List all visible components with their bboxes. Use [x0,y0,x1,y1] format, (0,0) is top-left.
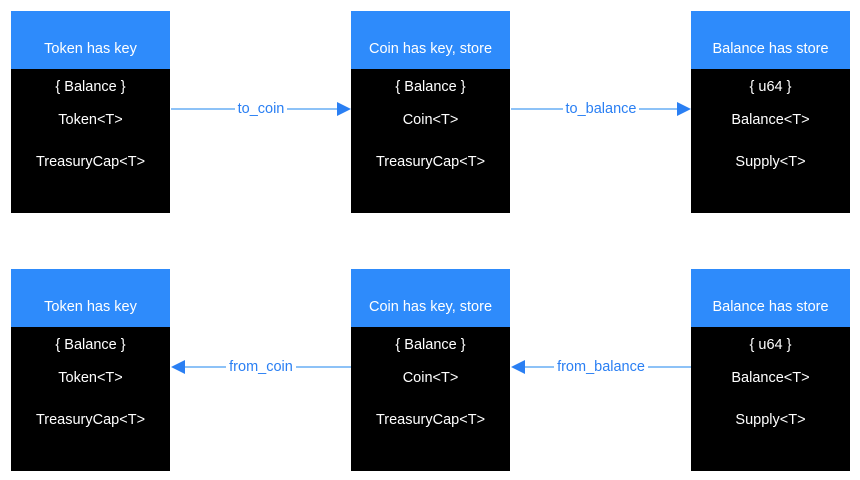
edge-from-coin: from_coin [171,350,351,384]
node-header-balance-bottom: Balance has store { u64 } [691,269,850,353]
node-member: Supply<T> [735,154,806,170]
node-member: Supply<T> [735,412,806,428]
node-header-line2: { Balance } [55,79,126,95]
edge-label-from-coin: from_coin [226,359,296,375]
node-body-coin-top: Coin<T> TreasuryCap<T> [351,69,510,213]
node-member: TreasuryCap<T> [375,154,486,170]
node-member: TreasuryCap<T> [375,412,486,428]
node-header-line1: Token has key [44,41,137,57]
node-balance-bottom[interactable]: Balance has store { u64 } Balance<T> Sup… [691,269,850,471]
node-member: Coin<T> [402,112,459,128]
edge-label-to-coin: to_coin [234,101,288,117]
node-member: Token<T> [58,112,123,128]
node-member: Balance<T> [731,112,810,128]
node-balance-top[interactable]: Balance has store { u64 } Balance<T> Sup… [691,11,850,213]
node-header-line2: { Balance } [55,337,126,353]
node-header-token-bottom: Token has key { Balance } [11,269,170,353]
edge-to-balance: to_balance [511,92,691,126]
arrow-head-right-icon [677,102,691,116]
node-body-coin-bottom: Coin<T> TreasuryCap<T> [351,327,510,471]
edge-label-from-balance: from_balance [554,359,648,375]
node-body-token-top: Token<T> TreasuryCap<T> [11,69,170,213]
node-header-line1: Coin has key, store [368,299,493,315]
node-header-line2: { u64 } [749,337,792,353]
node-header-line2: { Balance } [395,337,466,353]
node-body-balance-bottom: Balance<T> Supply<T> [691,327,850,471]
node-header-line1: Balance has store [712,41,829,57]
node-token-top[interactable]: Token has key { Balance } Token<T> Treas… [11,11,170,213]
node-coin-bottom[interactable]: Coin has key, store { Balance } Coin<T> … [351,269,510,471]
node-coin-top[interactable]: Coin has key, store { Balance } Coin<T> … [351,11,510,213]
node-member: TreasuryCap<T> [35,412,146,428]
node-header-coin-top: Coin has key, store { Balance } [351,11,510,95]
node-header-line1: Balance has store [712,299,829,315]
edge-to-coin: to_coin [171,92,351,126]
edge-label-to-balance: to_balance [562,101,640,117]
node-body-token-bottom: Token<T> TreasuryCap<T> [11,327,170,471]
edge-from-balance: from_balance [511,350,691,384]
node-member: Coin<T> [402,370,459,386]
node-header-line1: Token has key [44,299,137,315]
node-member: Token<T> [58,370,123,386]
node-member: TreasuryCap<T> [35,154,146,170]
node-header-coin-bottom: Coin has key, store { Balance } [351,269,510,353]
arrow-head-left-icon [171,360,185,374]
node-header-line2: { u64 } [749,79,792,95]
node-body-balance-top: Balance<T> Supply<T> [691,69,850,213]
node-token-bottom[interactable]: Token has key { Balance } Token<T> Treas… [11,269,170,471]
node-header-token-top: Token has key { Balance } [11,11,170,95]
node-header-line2: { Balance } [395,79,466,95]
node-header-line1: Coin has key, store [368,41,493,57]
node-member: Balance<T> [731,370,810,386]
node-header-balance-top: Balance has store { u64 } [691,11,850,95]
arrow-head-right-icon [337,102,351,116]
arrow-head-left-icon [511,360,525,374]
